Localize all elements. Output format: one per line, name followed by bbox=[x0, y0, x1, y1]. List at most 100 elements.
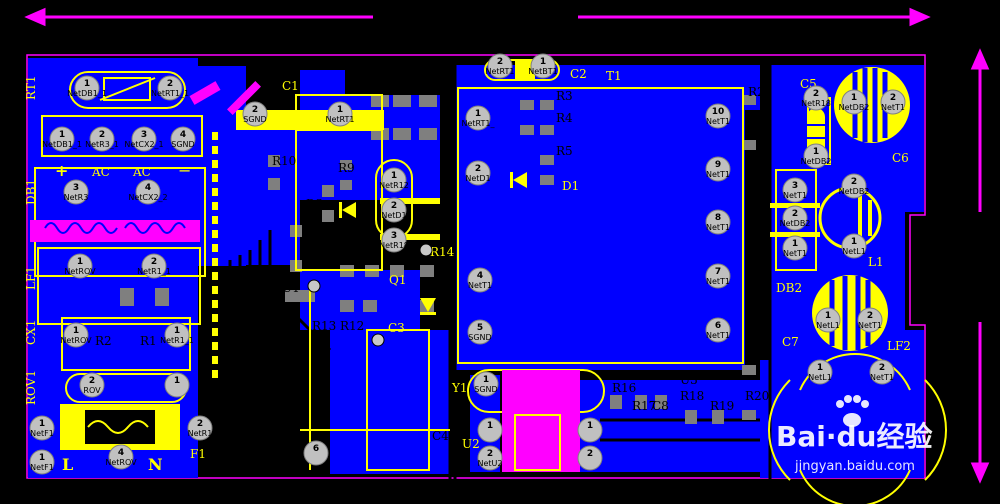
pad-number: 1 bbox=[39, 419, 45, 429]
label-cx1: CX1 bbox=[24, 320, 38, 345]
label-c4: C4 bbox=[432, 429, 449, 443]
label-r2: R2 bbox=[95, 334, 112, 348]
pad-ring bbox=[381, 167, 407, 193]
pad-net-label: SGND bbox=[468, 333, 491, 342]
pad-u1-6[interactable]: 6 bbox=[303, 440, 329, 466]
pad-net-label: NetR1_1 bbox=[160, 336, 194, 345]
pad-ring bbox=[807, 359, 833, 385]
pad-net-label: NetR12 bbox=[379, 181, 409, 190]
pad-number: 2 bbox=[851, 177, 857, 187]
pad-ring bbox=[705, 103, 731, 129]
label-q1: Q1 bbox=[389, 273, 406, 287]
pad-number: 2 bbox=[391, 201, 397, 211]
pad-number: 2 bbox=[890, 93, 896, 103]
d3-diode-icon bbox=[339, 202, 356, 218]
label-r17: R17 bbox=[632, 399, 656, 413]
pad-net-label: NetDB2 bbox=[801, 157, 832, 166]
pad-number: 4 bbox=[145, 183, 151, 193]
pad-net-label: NetCX2_1 bbox=[124, 140, 163, 149]
pad-net-label: NetT1 bbox=[706, 277, 730, 286]
pad-u3-1[interactable]: 1 bbox=[577, 417, 603, 443]
label-u3: U3 bbox=[680, 373, 698, 387]
watermark-url: jingyan.baidu.com bbox=[794, 459, 915, 474]
pad-ring bbox=[327, 101, 353, 127]
pad-ring bbox=[880, 89, 906, 115]
pad-ring bbox=[530, 53, 556, 79]
label-u1: U1 bbox=[282, 281, 300, 295]
pad-number: 3 bbox=[391, 231, 397, 241]
pad-rov-1[interactable]: 1 bbox=[164, 372, 190, 398]
pad-number: 2 bbox=[151, 257, 157, 267]
label-r3: R3 bbox=[556, 89, 573, 103]
label-r9: R9 bbox=[338, 161, 355, 175]
silk-labels: RT1 DB1 LF1 CX1 ROV1 F1 C1 T1 C2 R3 R4 R… bbox=[24, 67, 911, 474]
pad-net-label: NetR3_1 bbox=[85, 140, 119, 149]
pad-net-label: NetT1 bbox=[783, 249, 807, 258]
pad-u3-2[interactable]: 2 bbox=[577, 445, 603, 471]
pad-u2-1[interactable]: 1 bbox=[477, 417, 503, 443]
pad-ring bbox=[803, 143, 829, 169]
pad-net-label: NetL1 bbox=[808, 373, 832, 382]
pad-number: 1 bbox=[475, 109, 481, 119]
pad-net-label: NetT1 bbox=[881, 103, 905, 112]
label-r19: R19 bbox=[710, 399, 734, 413]
pad-ring bbox=[782, 205, 808, 231]
pad-net-label: NetDB2 bbox=[780, 219, 811, 228]
label-c1: C1 bbox=[282, 79, 299, 93]
pad-number: 8 bbox=[715, 213, 721, 223]
pad-ring bbox=[164, 372, 190, 398]
pad-number: 1 bbox=[851, 237, 857, 247]
label-db2: DB2 bbox=[776, 281, 802, 295]
label-r1: R1 bbox=[140, 334, 157, 348]
